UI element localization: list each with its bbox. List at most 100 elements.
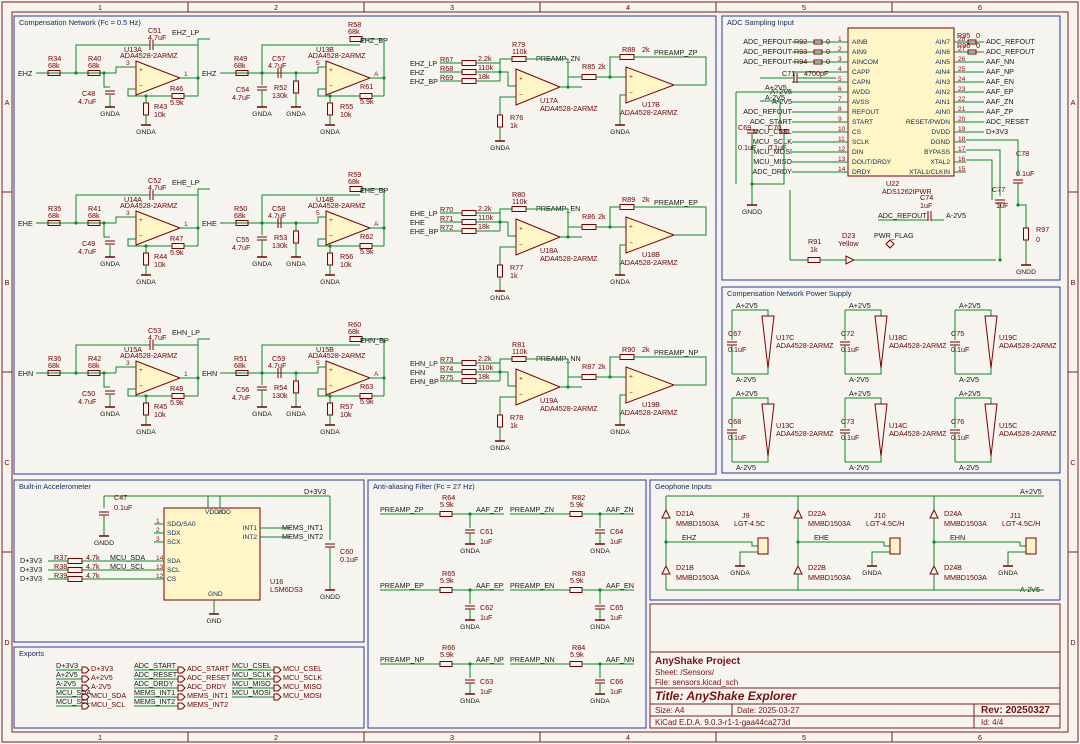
ref: R43 xyxy=(154,102,167,111)
ref: C51 xyxy=(148,26,161,35)
wire xyxy=(261,194,360,223)
opamp-part: ADA4528-2ARMZ xyxy=(308,351,366,360)
opamp-ref: U19B xyxy=(642,400,660,409)
export-name: D+3V3 xyxy=(91,664,113,673)
pin-name: SCL xyxy=(167,567,180,574)
capacitor xyxy=(105,240,115,245)
value: MMBD1503A xyxy=(944,519,987,528)
opamp: +− xyxy=(135,210,182,246)
pin-name: DVDD xyxy=(931,129,950,136)
value: 5.9k xyxy=(170,98,184,107)
pin-number: 4 xyxy=(838,66,842,73)
resistor xyxy=(439,587,453,593)
net-label: D+3V3 xyxy=(986,127,1008,136)
net-am: A-2V5 xyxy=(849,463,869,472)
pin-name: SDX xyxy=(167,530,181,537)
wire xyxy=(317,216,326,223)
wire xyxy=(567,76,582,87)
pin-3: 3 xyxy=(126,360,130,367)
wire xyxy=(845,368,882,375)
border-col-top: 4 xyxy=(626,3,630,12)
wire xyxy=(751,133,785,185)
wire xyxy=(317,66,326,73)
border-col-bottom: 5 xyxy=(802,733,806,742)
bp-net: EHN_BP xyxy=(360,336,389,345)
minus-sign: − xyxy=(329,83,333,90)
capacitor xyxy=(257,86,267,91)
sum-res-ref: R70 xyxy=(440,205,453,214)
value: 1uF xyxy=(480,537,493,546)
capacitor xyxy=(105,90,115,95)
resistor xyxy=(235,70,249,76)
ground-symbol: GNDA xyxy=(320,124,340,136)
ref: C53 xyxy=(148,326,161,335)
ref: C71 xyxy=(782,69,795,78)
plus-sign: + xyxy=(629,374,633,381)
opamp-part: ADA4528-2ARMZ xyxy=(120,51,178,60)
wire xyxy=(732,309,769,316)
pin-number: 22 xyxy=(958,96,966,103)
pin-number: 11 xyxy=(838,136,845,143)
ref: R37 xyxy=(54,553,67,562)
net-label: ADC_REFOUT xyxy=(986,47,1035,56)
opamp-power-unit xyxy=(874,315,888,369)
opamp-part: ADA4528-2ARMZ xyxy=(540,254,598,263)
ground-symbol: GNDD xyxy=(1016,264,1036,276)
pin-number: 7 xyxy=(838,96,842,103)
ref: R84 xyxy=(572,643,585,652)
net-label: ADC_REFOUT xyxy=(986,37,1035,46)
wire xyxy=(845,397,882,404)
export-name: MEMS_INT2 xyxy=(187,700,228,709)
pin-number: 16 xyxy=(958,156,966,163)
resistor xyxy=(569,587,583,593)
tb-title: Title: AnyShake Explorer xyxy=(655,689,798,703)
adc-chip-body xyxy=(847,27,955,177)
opamp-ref: U14A xyxy=(124,195,142,204)
pin-number: 23 xyxy=(958,86,966,93)
ref: C56 xyxy=(236,385,249,394)
ground-symbol: GNDA xyxy=(136,274,156,286)
resistor xyxy=(67,567,83,573)
pin-5: 5 xyxy=(316,60,320,67)
export-name: MCU_MOSI xyxy=(283,691,322,700)
opamp-ref: U13A xyxy=(124,45,142,54)
ref: R85 xyxy=(582,62,595,71)
value: 4.7uF xyxy=(148,183,167,192)
border-col-top: 3 xyxy=(450,3,454,12)
wire xyxy=(609,56,620,77)
ground-label: GNDA xyxy=(252,261,272,268)
ground-label: GNDA xyxy=(320,129,340,136)
pin-name: AIN5 xyxy=(935,59,950,66)
unit-part: ADA4528-2ARMZ xyxy=(889,429,947,438)
unit-ref: U17C xyxy=(776,333,794,342)
aaf-in-net: PREAMP_EP xyxy=(380,581,424,590)
border-row-left: C xyxy=(4,458,9,467)
resistor xyxy=(327,252,333,266)
opamp-ref: U18B xyxy=(642,250,660,259)
value: 1uF xyxy=(610,613,623,622)
diode-b xyxy=(793,564,803,575)
net-label: MCU_MISO xyxy=(753,157,792,166)
ref: C75 xyxy=(951,329,964,338)
sum-input: EHZ xyxy=(410,68,425,77)
opamp: +− xyxy=(515,218,562,256)
export-name: ADC_RESET xyxy=(187,673,231,682)
opamp-power-unit xyxy=(761,315,775,369)
ground-label: GNDA xyxy=(136,429,156,436)
unit-part: ADA4528-2ARMZ xyxy=(776,429,834,438)
value: 5.9k xyxy=(570,576,584,585)
sum-res-ref: R71 xyxy=(440,214,453,223)
export-name: MEMS_INT1 xyxy=(187,691,228,700)
value: 10k xyxy=(340,110,352,119)
ground-label: GNDA xyxy=(100,111,120,118)
wire xyxy=(127,238,172,247)
power-supply-title: Compensation Network Power Supply xyxy=(727,289,852,298)
wire xyxy=(103,73,110,88)
border-row-left: A xyxy=(5,98,10,107)
capacitor xyxy=(595,679,605,684)
hier-label xyxy=(81,693,90,701)
ground-symbol: GNDA xyxy=(490,140,510,152)
value: 68k xyxy=(348,177,360,186)
